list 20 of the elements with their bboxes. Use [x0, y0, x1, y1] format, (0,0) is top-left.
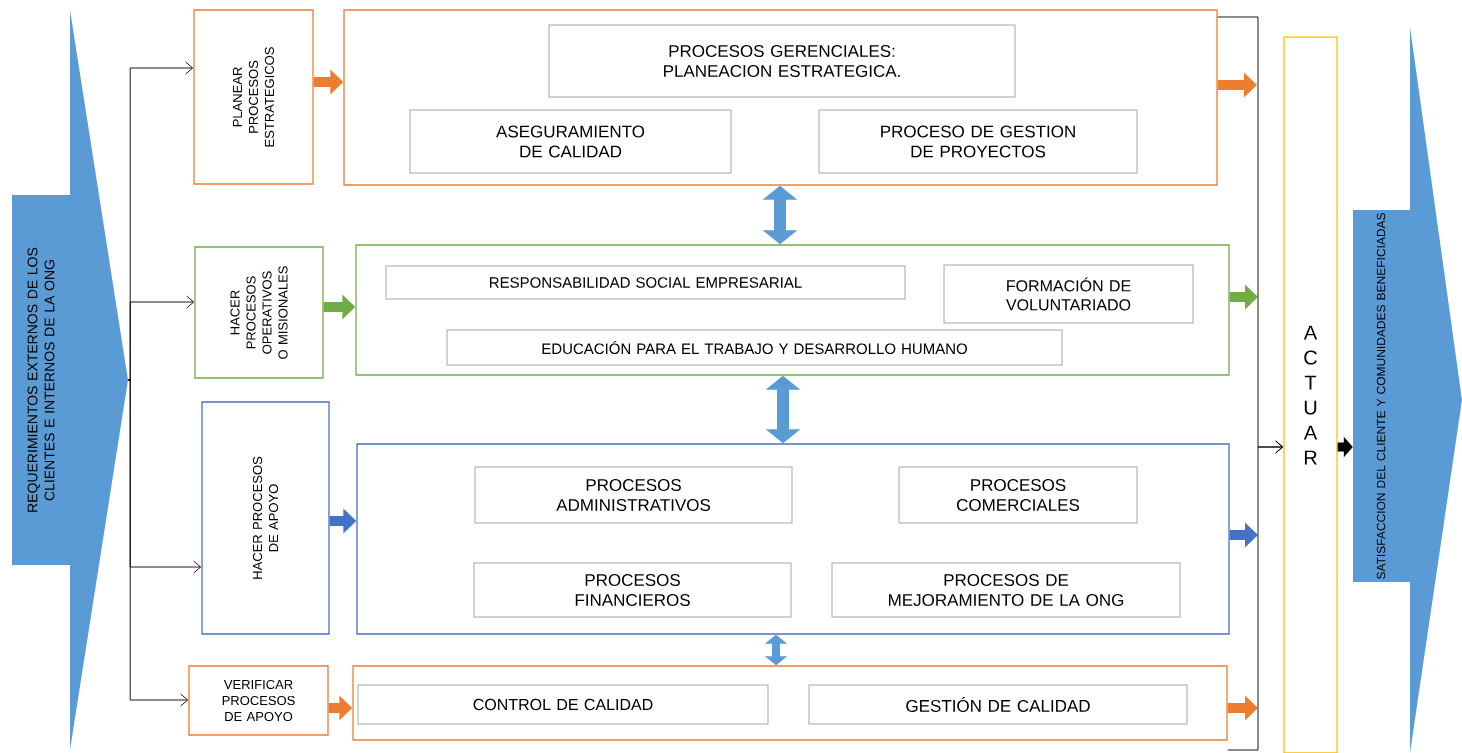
process-box: RESPONSABILIDAD SOCIAL EMPRESARIAL	[385, 265, 906, 300]
process-box: PROCESOS COMERCIALES	[898, 466, 1138, 524]
process-box: GESTIÓN DE CALIDAD	[808, 684, 1188, 725]
process-box: PROCESOS DE MEJORAMIENTO DE LA ONG	[831, 562, 1181, 618]
process-box: PROCESOS ADMINISTRATIVOS	[474, 466, 793, 524]
process-box: PROCESOS GERENCIALES: PLANEACION ESTRATEGICA.	[548, 24, 1016, 98]
process-box: VERIFICAR PROCESOS DE APOYO	[188, 665, 329, 736]
process-box: CONTROL DE CALIDAD	[357, 684, 769, 725]
process-box: PROCESO DE GESTION DE PROYECTOS	[818, 109, 1138, 174]
process-box: PROCESOS FINANCIEROS	[473, 562, 792, 618]
process-box: HACER PROCESOS OPERATIVOS O MISIONALES	[194, 246, 324, 379]
process-box: FORMACIÓN DE VOLUNTARIADO	[943, 264, 1194, 324]
connector-arrow	[127, 295, 195, 381]
process-box: HACER PROCESOS DE APOYO	[201, 401, 330, 635]
column-box: ACTUAR	[1283, 36, 1338, 753]
connector-arrow	[127, 379, 189, 707]
process-box: PLANEAR PROCESOS ESTRATEGICOS	[193, 9, 314, 185]
connector-arrow	[1227, 440, 1284, 751]
process-box: ASEGURAMIENTO DE CALIDAD	[409, 109, 732, 174]
process-box: EDUCACIÓN PARA EL TRABAJO Y DESARROLLO HUMANO	[446, 329, 1063, 366]
